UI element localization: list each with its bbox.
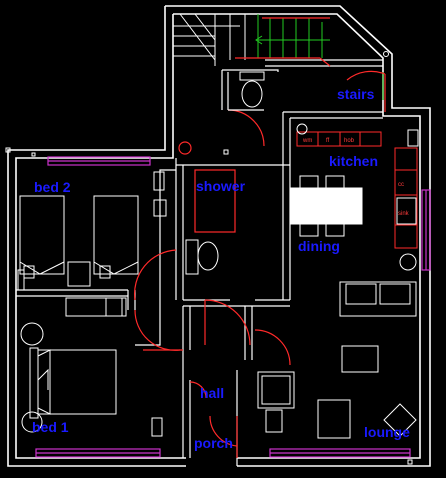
small-markers <box>5 147 413 465</box>
kitchen-unit-label-2: ff <box>326 138 330 144</box>
room-label-stairs: stairs <box>337 86 375 102</box>
outer-walls <box>7 5 431 467</box>
room-label-hall: hall <box>200 385 224 401</box>
room-label-dining: dining <box>298 238 340 254</box>
kitchen-unit-label-1: wm <box>302 138 312 144</box>
kitchen-appliances <box>296 123 419 271</box>
stair-post <box>383 51 389 57</box>
stair-red-lines <box>235 17 331 67</box>
room-label-shower: shower <box>196 178 246 194</box>
kitchen-unit-label-5: sink <box>398 211 410 217</box>
kitchen-unit-label-4: cc <box>398 182 404 188</box>
doors <box>133 70 386 458</box>
room-label-lounge: lounge <box>364 424 410 440</box>
bed2-furniture <box>17 171 167 291</box>
kitchen-units <box>296 131 418 249</box>
wc-fixtures <box>185 71 265 275</box>
dining-furniture <box>289 175 363 237</box>
bed1-furniture <box>20 297 163 437</box>
room-label-bed1: bed 1 <box>32 419 69 435</box>
lounge-furniture <box>257 281 417 439</box>
windows <box>35 156 431 458</box>
interior-walls <box>16 59 383 466</box>
room-label-porch: porch <box>194 435 233 451</box>
room-label-kitchen: kitchen <box>329 153 378 169</box>
stair-handrail <box>255 14 384 100</box>
room-label-bed2: bed 2 <box>34 179 71 195</box>
staircase <box>173 13 246 66</box>
kitchen-unit-label-3: hob <box>344 138 355 144</box>
